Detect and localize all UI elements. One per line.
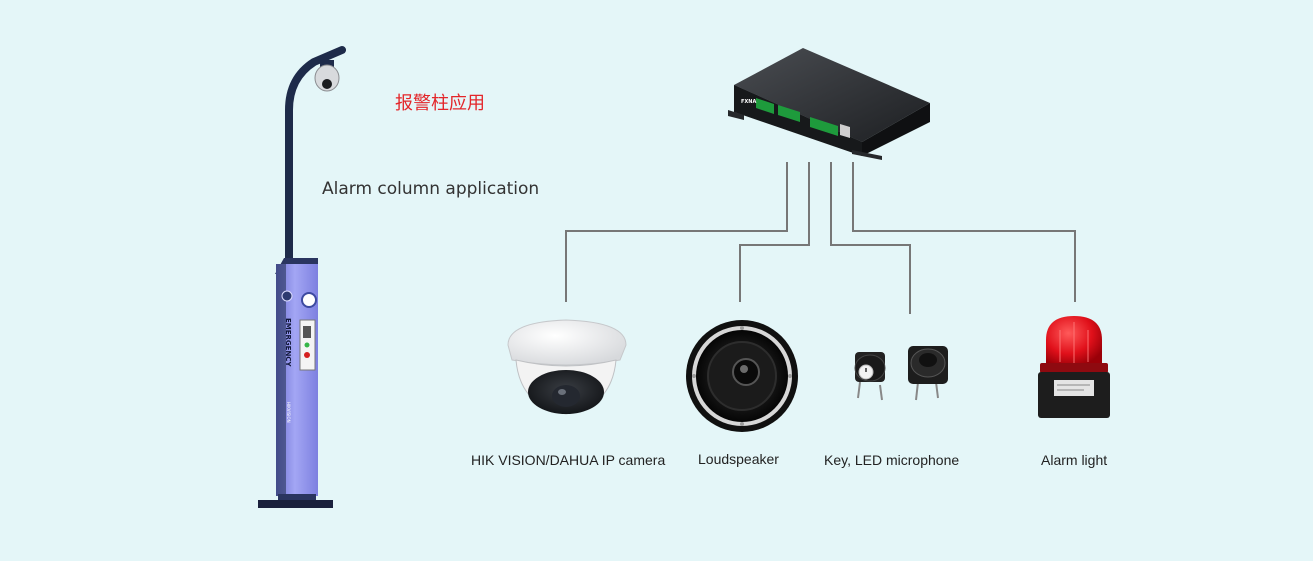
dome-camera-icon: [507, 319, 627, 415]
connector-camera: [565, 162, 788, 302]
key-microphone-icon: [854, 346, 948, 401]
diagram-title-en: Alarm column application: [322, 179, 540, 199]
controller-brand-text: FXNA: [741, 99, 756, 105]
device-label-camera: HIK VISION/DAHUA IP camera: [471, 452, 666, 468]
pole-camera-icon: [314, 60, 340, 92]
pole-arm: [285, 46, 346, 262]
pole-base: [258, 500, 333, 508]
pole-indicator-icon: [281, 290, 293, 302]
controller-terminals: [756, 98, 850, 138]
connector-loudspeaker: [739, 162, 810, 302]
device-label-loudspeaker: Loudspeaker: [698, 451, 779, 467]
controller-top: [734, 48, 930, 142]
alarm-light-icon: [1038, 316, 1110, 418]
pole-panel-text: EMERGENCY: [284, 318, 292, 367]
connector-alarm-light: [852, 162, 1076, 302]
connector-lines: [565, 162, 1076, 314]
controller-box: FXNA: [728, 48, 930, 160]
device-label-microphone: Key, LED microphone: [824, 452, 960, 468]
pole-shield-icon: [301, 292, 317, 308]
connector-microphone: [830, 162, 911, 314]
pole-brand-text: HIKVISION: [286, 402, 291, 423]
diagram-title-cn: 报警柱应用: [395, 93, 485, 114]
alarm-pole: EMERGENCY HIKVISION: [258, 46, 346, 508]
device-label-alarm-light: Alarm light: [1041, 452, 1108, 468]
loudspeaker-icon: [686, 320, 798, 432]
